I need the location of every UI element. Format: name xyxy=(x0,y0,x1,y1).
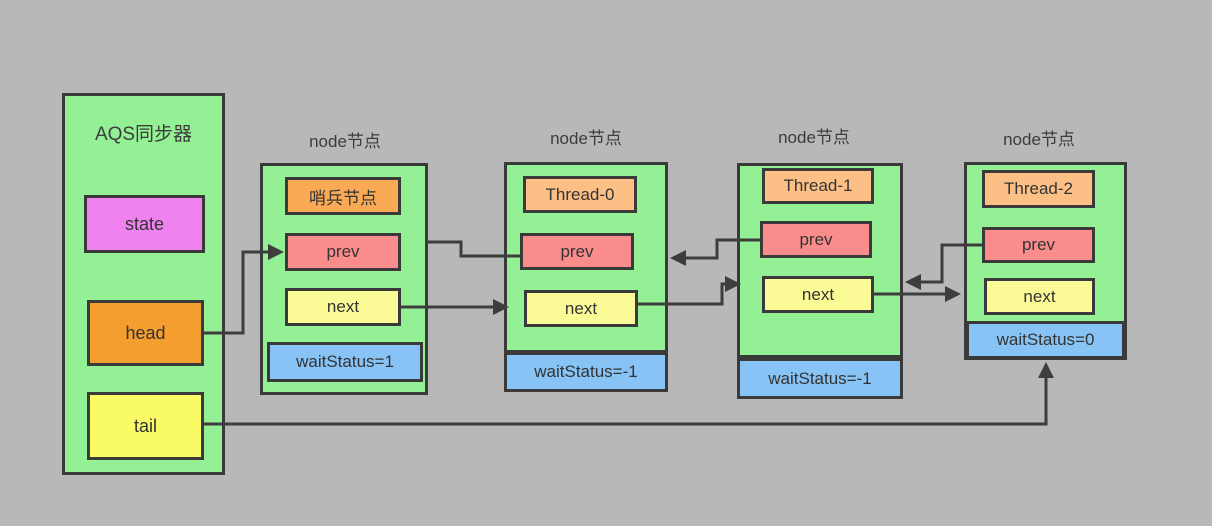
node4-waitstatus-box: waitStatus=0 xyxy=(966,321,1125,359)
node4-prev-box: prev xyxy=(982,227,1095,263)
node2-prev-box: prev xyxy=(520,233,634,270)
arrowhead-node4prev-to-node3 xyxy=(905,274,921,290)
state-box: state xyxy=(84,195,205,253)
node2-next-box: next xyxy=(524,290,638,327)
node4-thread-box: Thread-2 xyxy=(982,170,1095,208)
node3-waitstatus-box: waitStatus=-1 xyxy=(737,358,903,399)
node1-next-box: next xyxy=(285,288,401,326)
node3-title: node节点 xyxy=(778,128,850,147)
node3-thread-box: Thread-1 xyxy=(762,168,874,204)
arrowhead-tail-to-node4 xyxy=(1038,362,1054,378)
node1-sentinel-box: 哨兵节点 xyxy=(285,177,401,215)
aqs-title: AQS同步器 xyxy=(94,124,193,145)
node1-prev-box: prev xyxy=(285,233,401,271)
tail-box: tail xyxy=(87,392,204,460)
node3-prev-box: prev xyxy=(760,221,872,258)
node4-title: node节点 xyxy=(1003,130,1075,149)
head-box: head xyxy=(87,300,204,366)
node1-waitstatus-box: waitStatus=1 xyxy=(267,342,423,382)
arrowhead-node3prev-to-node2 xyxy=(670,250,686,266)
node2-thread-box: Thread-0 xyxy=(523,176,637,213)
arrowhead-node3next-to-node4 xyxy=(945,286,961,302)
node3-next-box: next xyxy=(762,276,874,313)
node1-title: node节点 xyxy=(309,132,381,151)
node2-waitstatus-box: waitStatus=-1 xyxy=(504,352,668,392)
node4-next-box: next xyxy=(984,278,1095,315)
node2-title: node节点 xyxy=(550,129,622,148)
